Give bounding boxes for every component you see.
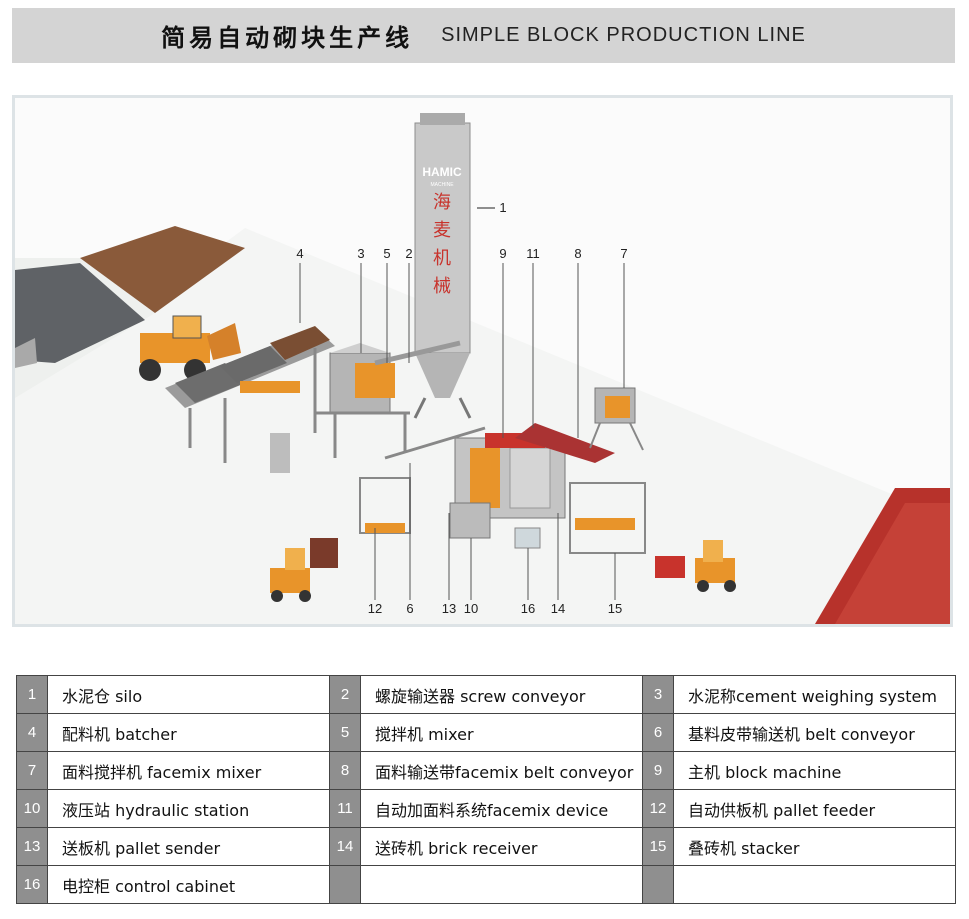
pile-divider	[15, 338, 37, 368]
forklift-left	[270, 538, 338, 602]
part-label: 自动供板机 pallet feeder	[673, 789, 956, 828]
callout-5: 5	[383, 246, 390, 261]
part-label: 电控柜 control cabinet	[47, 865, 330, 904]
sand-pile	[80, 226, 245, 313]
part-label: 送砖机 brick receiver	[360, 827, 643, 866]
part-number: 15	[642, 827, 674, 866]
brick-stacks	[815, 488, 950, 624]
part-number: 14	[329, 827, 361, 866]
callout-6: 6	[406, 601, 413, 616]
batcher	[165, 326, 335, 473]
silo-char-4: 械	[433, 276, 451, 297]
plant-drawing: HAMIC MACHINE 海 麦 机 械	[15, 113, 950, 624]
callout-12: 12	[368, 601, 382, 616]
callout-1: 1	[499, 200, 506, 215]
silo-char-3: 机	[433, 248, 451, 269]
wheel-loader	[139, 315, 241, 381]
callout-7: 7	[620, 246, 627, 261]
table-row: 1 水泥仓 silo 2 螺旋输送器 screw conveyor 3 水泥称c…	[16, 675, 956, 714]
part-number: 6	[642, 713, 674, 752]
part-number-empty	[642, 865, 674, 904]
part-number: 9	[642, 751, 674, 790]
block-machine	[359, 423, 646, 554]
part-label-empty	[360, 865, 643, 904]
part-number-empty	[329, 865, 361, 904]
part-label: 基料皮带输送机 belt conveyor	[673, 713, 956, 752]
part-label: 水泥仓 silo	[47, 675, 330, 714]
table-row: 10 液压站 hydraulic station 11 自动加面料系统facem…	[16, 789, 956, 828]
part-number: 12	[642, 789, 674, 828]
part-label: 搅拌机 mixer	[360, 713, 643, 752]
table-row: 4 配料机 batcher 5 搅拌机 mixer 6 基料皮带输送机 belt…	[16, 713, 956, 752]
screw-conveyor	[374, 340, 461, 366]
part-number: 8	[329, 751, 361, 790]
part-label: 螺旋输送器 screw conveyor	[360, 675, 643, 714]
part-number: 3	[642, 675, 674, 714]
production-line-illustration: HAMIC MACHINE 海 麦 机 械	[12, 95, 953, 627]
part-label-empty	[673, 865, 956, 904]
part-number: 2	[329, 675, 361, 714]
callout-16: 16	[521, 601, 535, 616]
callout-13: 13	[442, 601, 456, 616]
part-number: 10	[16, 789, 48, 828]
mixer-unit	[315, 343, 410, 458]
cement-silo: HAMIC MACHINE 海 麦 机 械	[413, 113, 472, 419]
floor-slab	[15, 228, 950, 624]
part-label: 自动加面料系统facemix device	[360, 789, 643, 828]
table-row: 16 电控柜 control cabinet	[16, 865, 956, 904]
callout-11: 11	[526, 246, 540, 261]
callout-8: 8	[574, 246, 581, 261]
parts-legend-table: 1 水泥仓 silo 2 螺旋输送器 screw conveyor 3 水泥称c…	[16, 675, 956, 904]
callout-4: 4	[296, 246, 303, 261]
facemix-mixer	[589, 387, 644, 451]
part-label: 叠砖机 stacker	[673, 827, 956, 866]
silo-char-2: 麦	[433, 220, 451, 241]
table-row: 7 面料搅拌机 facemix mixer 8 面料输送带facemix bel…	[16, 751, 956, 790]
callout-10: 10	[464, 601, 478, 616]
part-label: 水泥称cement weighing system	[673, 675, 956, 714]
part-number: 16	[16, 865, 48, 904]
callout-15: 15	[608, 601, 622, 616]
callout-3: 3	[357, 246, 364, 261]
forklift-right	[655, 540, 736, 592]
part-label: 面料搅拌机 facemix mixer	[47, 751, 330, 790]
part-label: 主机 block machine	[673, 751, 956, 790]
part-number: 11	[329, 789, 361, 828]
part-number: 7	[16, 751, 48, 790]
part-number: 5	[329, 713, 361, 752]
part-number: 13	[16, 827, 48, 866]
part-label: 送板机 pallet sender	[47, 827, 330, 866]
part-label: 配料机 batcher	[47, 713, 330, 752]
title-chinese: 简易自动砌块生产线	[161, 24, 414, 52]
callout-14: 14	[551, 601, 565, 616]
part-number: 1	[16, 675, 48, 714]
header-banner: 简易自动砌块生产线 SIMPLE BLOCK PRODUCTION LINE	[12, 8, 955, 63]
callout-9: 9	[499, 246, 506, 261]
gravel-pile	[15, 263, 145, 363]
silo-char-1: 海	[433, 192, 451, 213]
part-label: 面料输送带facemix belt conveyor	[360, 751, 643, 790]
silo-brand-sub: MACHINE	[430, 182, 454, 188]
silo-brand: HAMIC	[422, 165, 462, 179]
title-english: SIMPLE BLOCK PRODUCTION LINE	[441, 24, 806, 46]
part-label: 液压站 hydraulic station	[47, 789, 330, 828]
part-number: 4	[16, 713, 48, 752]
callout-2: 2	[405, 246, 412, 261]
table-row: 13 送板机 pallet sender 14 送砖机 brick receiv…	[16, 827, 956, 866]
